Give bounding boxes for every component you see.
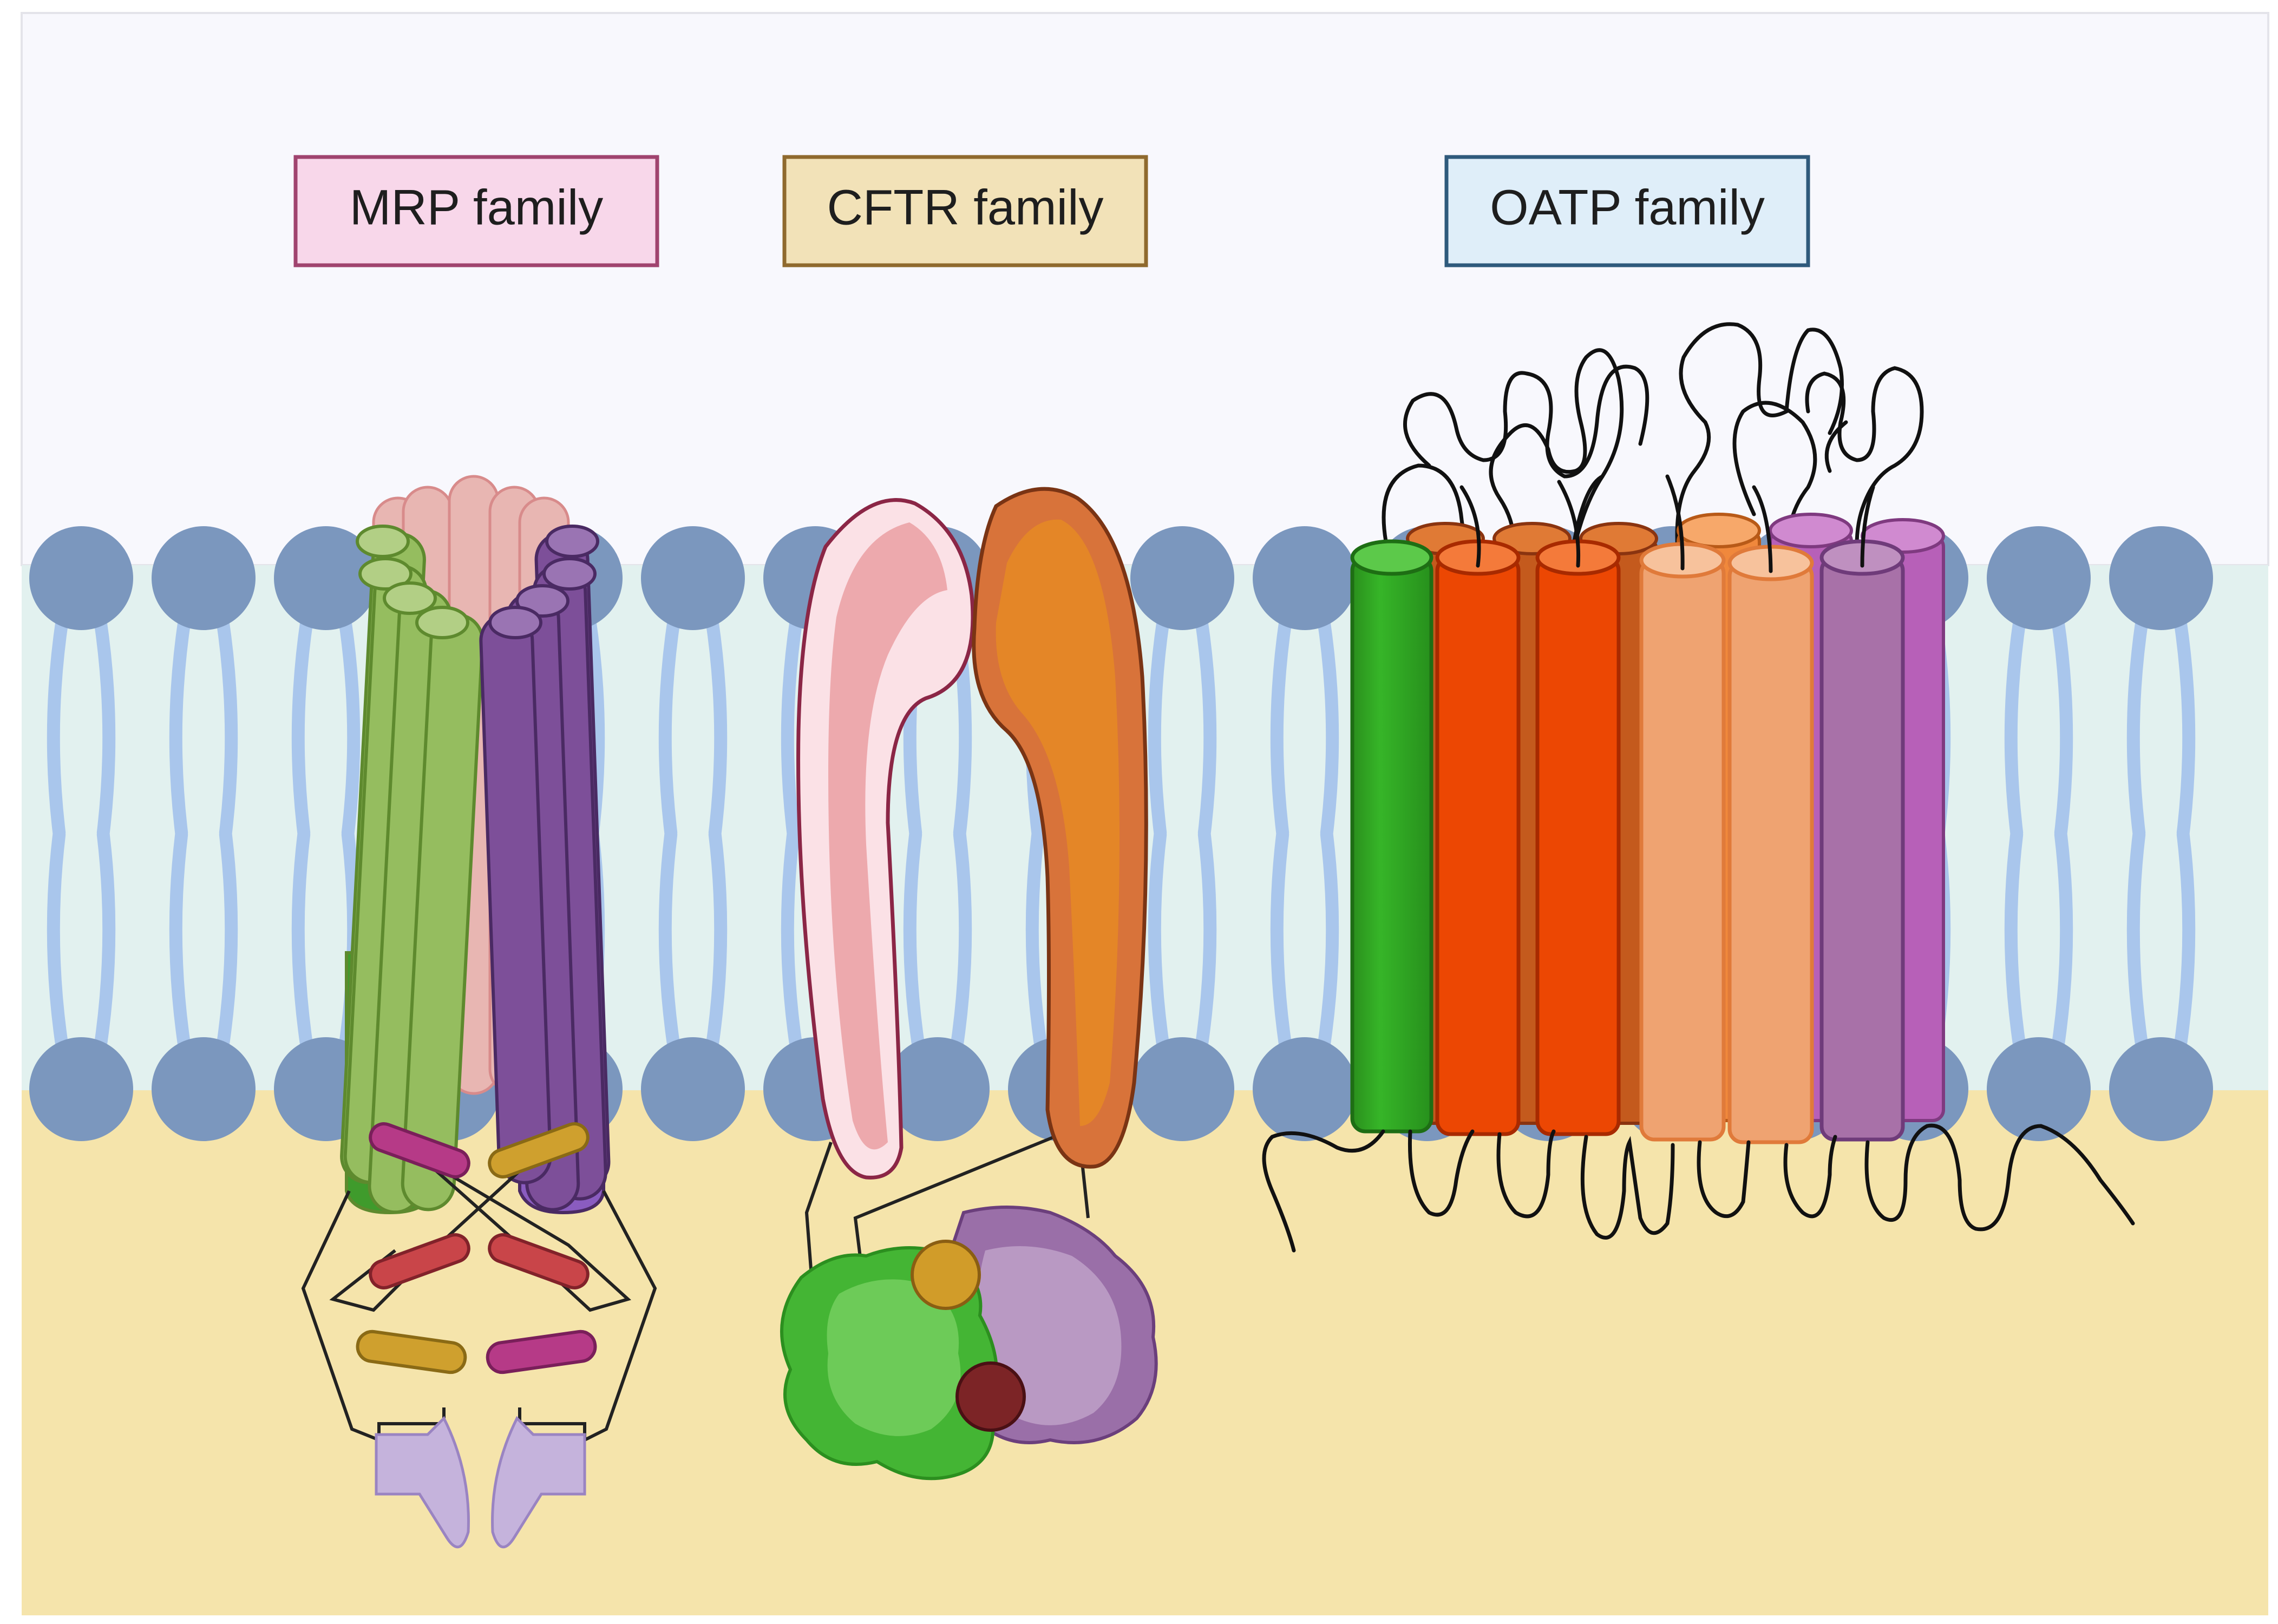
cftr-atp-site-maroon bbox=[955, 1361, 1026, 1432]
lipid-tail bbox=[2051, 610, 2073, 839]
lipid-tail bbox=[1270, 610, 1293, 839]
lipid-tail bbox=[781, 610, 803, 839]
lipid-tail bbox=[705, 610, 728, 839]
oatp-family-label: OATP family bbox=[1490, 180, 1765, 235]
lipid-tail bbox=[658, 828, 681, 1058]
mrp-regulatory-feet bbox=[375, 1416, 586, 1549]
lipid-tail bbox=[169, 610, 192, 839]
mrp-family-label: MRP family bbox=[350, 180, 604, 235]
lipid-head bbox=[274, 526, 378, 630]
lipid-head bbox=[2109, 526, 2213, 630]
mrp-label-box bbox=[293, 155, 659, 267]
cftr-family-label: CFTR family bbox=[827, 180, 1103, 235]
lipid-head bbox=[2109, 1037, 2213, 1141]
lipid-head bbox=[29, 526, 133, 630]
oatp-label-box bbox=[1444, 155, 1810, 267]
lipid-tail bbox=[2126, 828, 2149, 1058]
cftr-green-nbd-highlight bbox=[827, 1279, 961, 1436]
lipid-tail bbox=[658, 610, 681, 839]
lipid-head bbox=[29, 1037, 133, 1141]
lipid-tail bbox=[903, 828, 926, 1058]
mrp-transporter bbox=[301, 475, 657, 1549]
lipid-head bbox=[152, 1037, 256, 1141]
lipid-tail bbox=[338, 610, 361, 839]
lipid-tail bbox=[2173, 828, 2196, 1058]
lipid-tail bbox=[2051, 828, 2073, 1058]
lipid-tail bbox=[47, 828, 69, 1058]
lipid-head bbox=[641, 526, 745, 630]
lipid-head bbox=[886, 1037, 990, 1141]
lipid-tail bbox=[1194, 610, 1217, 839]
lipid-head bbox=[1130, 526, 1234, 630]
cftr-orange-domain-shade bbox=[996, 519, 1120, 1127]
lipid-tail bbox=[1148, 610, 1170, 839]
lipid-head bbox=[1987, 1037, 2091, 1141]
lipid-tail bbox=[215, 610, 238, 839]
cftr-atp-site-gold bbox=[911, 1240, 981, 1310]
oatp-transporter bbox=[1262, 322, 2135, 1253]
lipid-tail bbox=[1317, 610, 1339, 839]
lipid-tail bbox=[93, 828, 116, 1058]
lipid-head bbox=[152, 526, 256, 630]
lipid-tail bbox=[1025, 828, 1048, 1058]
lipid-tail bbox=[2004, 828, 2027, 1058]
lipid-tail bbox=[169, 828, 192, 1058]
cftr-label-box bbox=[782, 155, 1148, 267]
lipid-tail bbox=[291, 610, 314, 839]
oatp-extracellular-loops bbox=[1382, 322, 1924, 592]
lipid-head bbox=[1987, 526, 2091, 630]
lipid-tail bbox=[47, 610, 69, 839]
lipid-tail bbox=[950, 828, 972, 1058]
cftr-pink-domain-shade bbox=[828, 522, 947, 1150]
lipid-tail bbox=[1148, 828, 1170, 1058]
family-labels: MRP family CFTR family OATP family bbox=[293, 155, 1810, 267]
lipid-head bbox=[641, 1037, 745, 1141]
oatp-intracellular-loops bbox=[1262, 1123, 2135, 1253]
lipid-tail bbox=[705, 828, 728, 1058]
oatp-loop-ends bbox=[1459, 474, 1875, 573]
mrp-nucleotide-binding-elements bbox=[356, 1122, 597, 1374]
lipid-tail bbox=[2173, 610, 2196, 839]
extracellular-space bbox=[21, 12, 2269, 566]
lipid-head bbox=[1253, 526, 1357, 630]
lipid-tail bbox=[291, 828, 314, 1058]
lipid-head bbox=[1253, 1037, 1357, 1141]
lipid-head bbox=[1130, 1037, 1234, 1141]
lipid-tail bbox=[2004, 610, 2027, 839]
lipid-tail bbox=[781, 828, 803, 1058]
cftr-transporter bbox=[780, 487, 1158, 1481]
lipid-tail bbox=[215, 828, 238, 1058]
mrp-purple-helices bbox=[479, 525, 611, 1215]
lipid-tail bbox=[1194, 828, 1217, 1058]
lipid-tail bbox=[1317, 828, 1339, 1058]
lipid-tail bbox=[93, 610, 116, 839]
lipid-tail bbox=[2126, 610, 2149, 839]
lipid-tail bbox=[1270, 828, 1293, 1058]
